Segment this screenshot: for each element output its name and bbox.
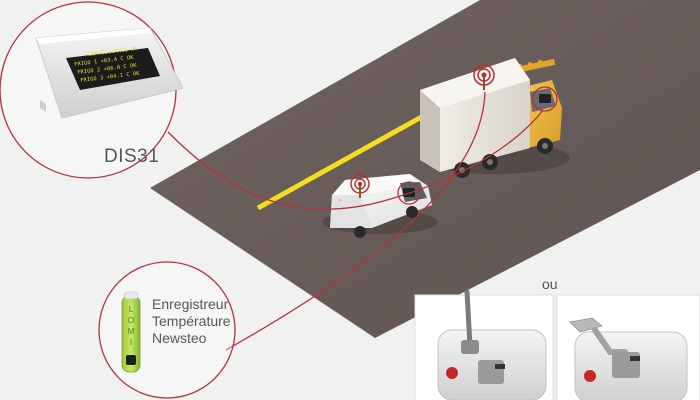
dis31-device: [35, 27, 184, 119]
van-logo-icon: ~: [338, 198, 341, 204]
base-station-bracket-panel: [556, 294, 700, 400]
status-led-icon: [446, 367, 458, 379]
dis31-label: DIS31: [104, 146, 160, 167]
logger-stick-letter: I: [130, 338, 132, 347]
mount-bracket-icon: [569, 317, 603, 333]
truck-display-marker: [532, 86, 558, 112]
logger-line-2: Température: [152, 313, 231, 329]
van-to-truck-line: [399, 109, 544, 197]
van: ~: [322, 174, 438, 238]
van-display-marker: [397, 181, 421, 205]
road: [150, 0, 700, 338]
logger-description: Enregistreur Température Newsteo: [152, 296, 231, 347]
display-to-van-line: [167, 131, 401, 210]
logger-stick-letter: O: [128, 316, 134, 325]
van-antenna-icon: [350, 174, 370, 198]
truck-to-logger-line: [225, 91, 486, 351]
antenna-icon: [464, 289, 473, 349]
status-led-icon: [584, 370, 596, 382]
truck-antenna-icon: [473, 64, 495, 90]
logger-stick-letter: L: [129, 305, 134, 314]
alternative-label: ou: [542, 276, 558, 292]
logger-line-1: Enregistreur: [152, 296, 229, 312]
base-station-antenna-panel: [414, 289, 554, 400]
truck: [420, 58, 570, 178]
logger-line-3: Newsteo: [152, 330, 207, 346]
road-lane-line: [256, 112, 427, 211]
logger-stick-letter: M: [128, 327, 135, 336]
